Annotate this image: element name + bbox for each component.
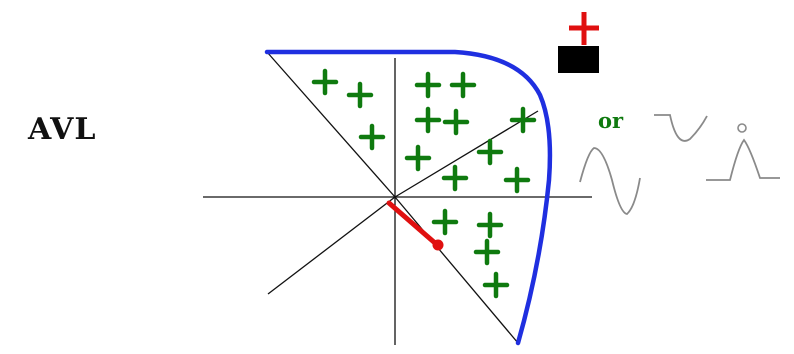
- plus-sign-icon: [417, 74, 439, 96]
- plus-sign-icon: [434, 211, 456, 233]
- avl-vector: [389, 203, 444, 251]
- upright-p-wave-icon: [706, 140, 780, 180]
- vector-tip: [433, 240, 444, 251]
- plus-sign-icon: [512, 109, 534, 131]
- plus-sign-icon: [445, 111, 467, 133]
- positive-field: [314, 71, 534, 296]
- diagonal-axis-lower-right: [395, 197, 518, 343]
- positive-electrode: [558, 12, 599, 73]
- biphasic-wave-icon: [580, 148, 640, 214]
- plus-sign-icon: [479, 214, 501, 236]
- inverted-wave-icon: [654, 115, 707, 141]
- plus-sign-icon: [361, 126, 383, 148]
- plus-sign-icon: [444, 167, 466, 189]
- plus-sign-icon: [417, 109, 439, 131]
- diagonal-axis-upper-left: [267, 52, 395, 197]
- waveform-set: [580, 115, 780, 214]
- electrode-block: [558, 46, 599, 73]
- diagonal-axis-lower-left: [268, 197, 395, 294]
- plus-sign-icon: [452, 74, 474, 96]
- plus-sign-icon: [506, 169, 528, 191]
- plus-sign-icon: [485, 274, 507, 296]
- p-wave-bump-icon: [738, 124, 746, 132]
- plus-sign-icon: [476, 241, 498, 263]
- plus-icon: [569, 12, 599, 45]
- plus-sign-icon: [407, 147, 429, 169]
- axes: [203, 52, 592, 345]
- plus-sign-icon: [314, 71, 336, 93]
- vector-arrow: [389, 203, 435, 243]
- plus-sign-icon: [349, 84, 371, 106]
